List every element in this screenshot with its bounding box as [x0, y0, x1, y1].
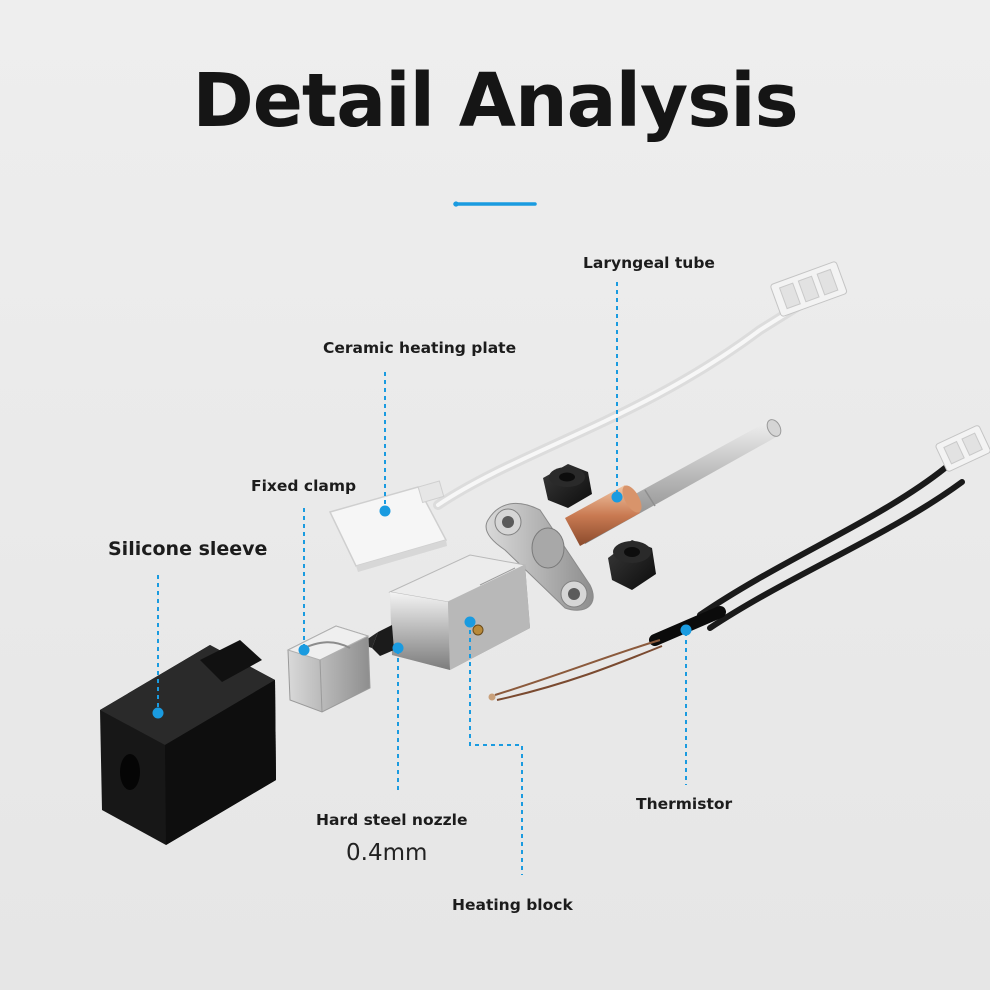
thermistor-lead	[494, 639, 661, 696]
label-nozzle-size: 0.4mm	[346, 840, 428, 866]
black-nut-bottom	[608, 540, 656, 590]
callout-dot-nozzle	[392, 642, 404, 654]
ceramic-heating-plate	[328, 480, 448, 572]
label-hard-steel-nozzle: Hard steel nozzle	[316, 811, 468, 829]
label-laryngeal-tube: Laryngeal tube	[583, 254, 715, 272]
callout-dot-silicone-sleeve	[152, 707, 164, 719]
thermistor-wire-b	[707, 479, 965, 631]
callout-dot-ceramic-plate	[379, 505, 391, 517]
callout-line-heating-block	[469, 622, 523, 875]
callout-dot-thermistor	[680, 624, 692, 636]
thermistor-connector	[935, 425, 990, 472]
silicone-sleeve	[100, 640, 276, 845]
ceramic-connector	[770, 261, 848, 317]
heating-block	[388, 554, 530, 670]
mounting-flange	[485, 502, 594, 611]
label-fixed-clamp: Fixed clamp	[251, 477, 357, 495]
callout-dot-laryngeal-tube	[611, 491, 623, 503]
label-ceramic-heating-plate: Ceramic heating plate	[323, 339, 517, 357]
label-heating-block: Heating block	[452, 896, 573, 914]
fixed-clamp	[286, 625, 371, 713]
title-underline-dot	[453, 201, 459, 207]
label-silicone-sleeve: Silicone sleeve	[108, 538, 268, 560]
page-title: Detail Analysis	[192, 58, 798, 144]
thermistor-wire-a	[697, 465, 948, 618]
callout-dot-fixed-clamp	[298, 644, 310, 656]
black-nut-top	[543, 464, 592, 508]
label-thermistor: Thermistor	[636, 795, 733, 813]
callout-dot-heating-block	[464, 616, 476, 628]
